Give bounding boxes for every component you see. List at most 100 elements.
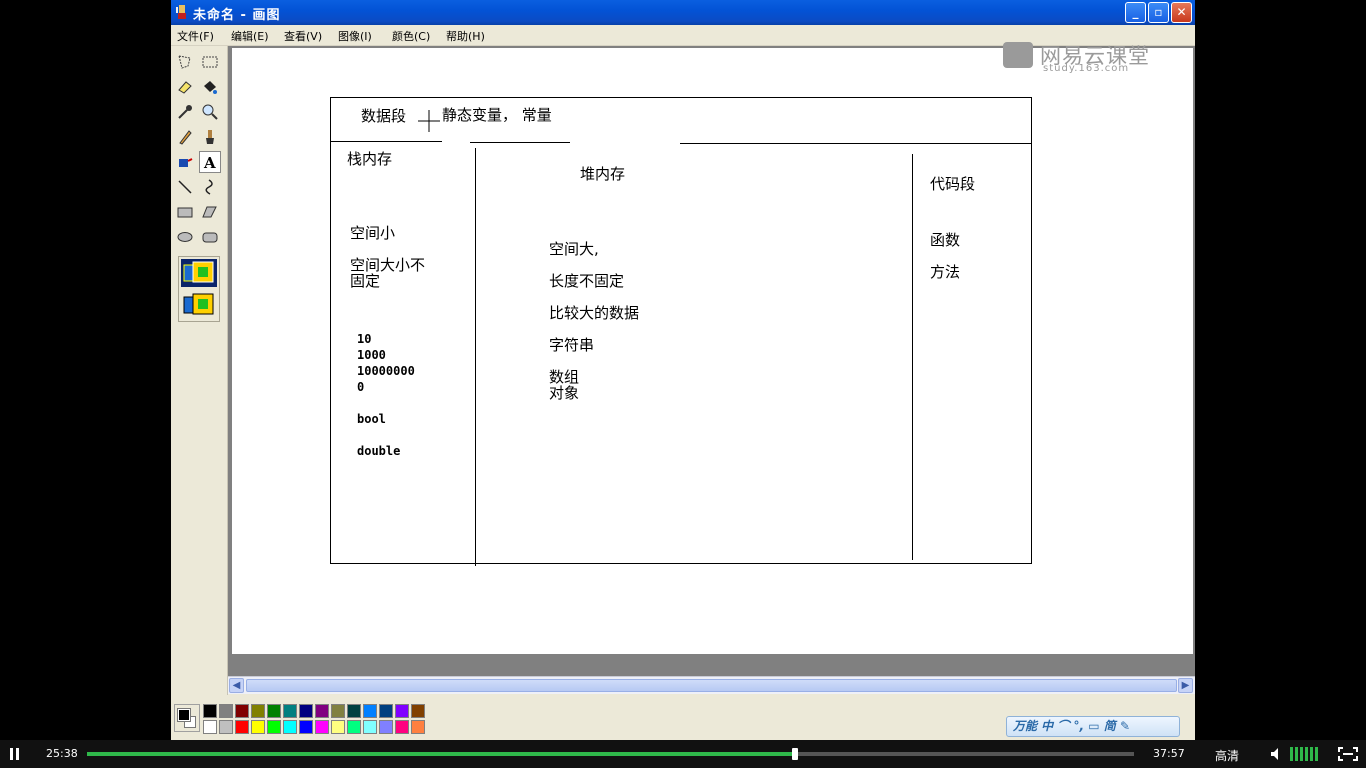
progress-track[interactable] <box>87 748 1134 760</box>
palette-swatch[interactable] <box>363 720 377 734</box>
free-form-select-icon[interactable] <box>174 51 196 73</box>
rounded-rectangle-icon[interactable] <box>199 226 221 248</box>
progress-knob[interactable] <box>791 748 798 760</box>
palette-swatch[interactable] <box>267 720 281 734</box>
palette-swatch[interactable] <box>299 704 313 718</box>
palette-swatch[interactable] <box>267 704 281 718</box>
drawing-canvas[interactable]: 数据段 静态变量， 常量 栈内存 空间小 空间大小不 固定 10 1000 10… <box>232 48 1193 654</box>
palette-swatch[interactable] <box>379 704 393 718</box>
heap-code-divider <box>912 154 913 560</box>
watermark-title: 网易云课堂 <box>1040 44 1150 68</box>
heap-title: 堆内存 <box>580 165 626 183</box>
menu-edit[interactable]: 编辑(E) <box>231 30 269 43</box>
heap-line-1: 空间大, <box>549 240 599 258</box>
stack-title: 栈内存 <box>347 150 393 168</box>
current-time: 25:38 <box>46 747 78 760</box>
palette-swatch[interactable] <box>235 704 249 718</box>
palette-swatch[interactable] <box>219 704 233 718</box>
menu-image[interactable]: 图像(I) <box>338 30 372 43</box>
stack-value: 0 <box>357 380 365 394</box>
palette-swatch[interactable] <box>315 704 329 718</box>
palette-swatch[interactable] <box>283 704 297 718</box>
palette-swatch[interactable] <box>347 704 361 718</box>
current-colors <box>174 704 200 732</box>
palette-swatch[interactable] <box>203 720 217 734</box>
heap-line-4: 字符串 <box>549 336 595 354</box>
heap-line-6: 对象 <box>549 384 580 402</box>
code-line-1: 函数 <box>930 231 961 249</box>
palette-swatch[interactable] <box>331 720 345 734</box>
text-icon[interactable]: A <box>199 151 221 173</box>
stack-line-2: 空间大小不 <box>350 256 426 274</box>
fill-bucket-icon[interactable] <box>199 76 221 98</box>
heap-line-5: 数组 <box>549 368 580 386</box>
palette-swatch[interactable] <box>251 704 265 718</box>
scroll-thumb[interactable] <box>246 679 1177 692</box>
palette-swatch[interactable] <box>251 720 265 734</box>
menu-file[interactable]: 文件(F) <box>177 30 214 43</box>
diagram-top-border <box>330 97 1031 98</box>
palette-swatch[interactable] <box>219 720 233 734</box>
select-icon[interactable] <box>199 51 221 73</box>
menu-help[interactable]: 帮助(H) <box>446 30 485 43</box>
eraser-icon[interactable] <box>174 76 196 98</box>
brush-icon[interactable] <box>199 126 221 148</box>
menu-view[interactable]: 查看(V) <box>284 30 323 43</box>
palette-swatch[interactable] <box>283 720 297 734</box>
volume-icon[interactable] <box>1270 747 1284 761</box>
heap-line-2: 长度不固定 <box>549 272 625 290</box>
stack-value: 10000000 <box>357 364 415 378</box>
foreground-color <box>177 708 191 722</box>
paint-window: 未命名 - 画图 _ ▫ ✕ 文件(F) 编辑(E) 查看(V) 图像(I) 颜… <box>171 0 1195 740</box>
color-picker-icon[interactable] <box>174 101 196 123</box>
close-button[interactable]: ✕ <box>1171 2 1192 23</box>
scroll-left-button[interactable]: ◀ <box>229 678 244 693</box>
minimize-button[interactable]: _ <box>1125 2 1146 23</box>
palette-swatch[interactable] <box>411 720 425 734</box>
quality-button[interactable]: 高清 <box>1215 749 1240 763</box>
fullscreen-icon[interactable] <box>1338 747 1358 761</box>
polygon-icon[interactable] <box>199 201 221 223</box>
watermark-logo-icon <box>1003 42 1033 68</box>
palette-swatch[interactable] <box>299 720 313 734</box>
line-icon[interactable] <box>174 176 196 198</box>
diagram-bottom-border <box>330 563 1032 564</box>
ellipse-icon[interactable] <box>174 226 196 248</box>
curve-icon[interactable] <box>199 176 221 198</box>
pause-icon[interactable] <box>10 748 20 760</box>
stack-type-bool: bool <box>357 412 386 426</box>
horizontal-scrollbar[interactable]: ◀ ▶ <box>228 676 1195 694</box>
diagram-right-border <box>1031 97 1032 564</box>
palette-swatch[interactable] <box>395 720 409 734</box>
progress-fill <box>87 752 795 756</box>
title-bar[interactable]: 未命名 - 画图 _ ▫ ✕ <box>171 0 1195 25</box>
palette-swatch[interactable] <box>347 720 361 734</box>
rectangle-icon[interactable] <box>174 201 196 223</box>
tool-box: A <box>171 46 228 695</box>
palette-swatch[interactable] <box>315 720 329 734</box>
pencil-icon[interactable] <box>174 126 196 148</box>
airbrush-icon[interactable] <box>174 151 196 173</box>
palette-swatch[interactable] <box>203 704 217 718</box>
data-segment-divider-1 <box>330 141 442 142</box>
palette-swatch[interactable] <box>331 704 345 718</box>
volume-level[interactable] <box>1290 747 1320 761</box>
data-segment-content: 静态变量， 常量 <box>442 106 552 124</box>
transparent-option[interactable] <box>181 291 217 319</box>
stack-value: 1000 <box>357 348 386 362</box>
palette-swatch[interactable] <box>411 704 425 718</box>
palette-swatch[interactable] <box>235 720 249 734</box>
ime-toolbar[interactable]: 万能 中 ⌒ °, ▭ 简 ✎ <box>1006 716 1180 737</box>
opaque-option[interactable] <box>181 259 217 287</box>
scroll-right-button[interactable]: ▶ <box>1178 678 1193 693</box>
restore-button[interactable]: ▫ <box>1148 2 1169 23</box>
palette-swatch[interactable] <box>363 704 377 718</box>
data-segment-divider-3 <box>680 143 1031 144</box>
menu-colors[interactable]: 颜色(C) <box>392 30 431 43</box>
magnifier-icon[interactable] <box>199 101 221 123</box>
palette-swatch[interactable] <box>395 704 409 718</box>
palette-swatch[interactable] <box>379 720 393 734</box>
stack-value: 10 <box>357 332 372 346</box>
data-segment-divider-2 <box>470 142 570 143</box>
